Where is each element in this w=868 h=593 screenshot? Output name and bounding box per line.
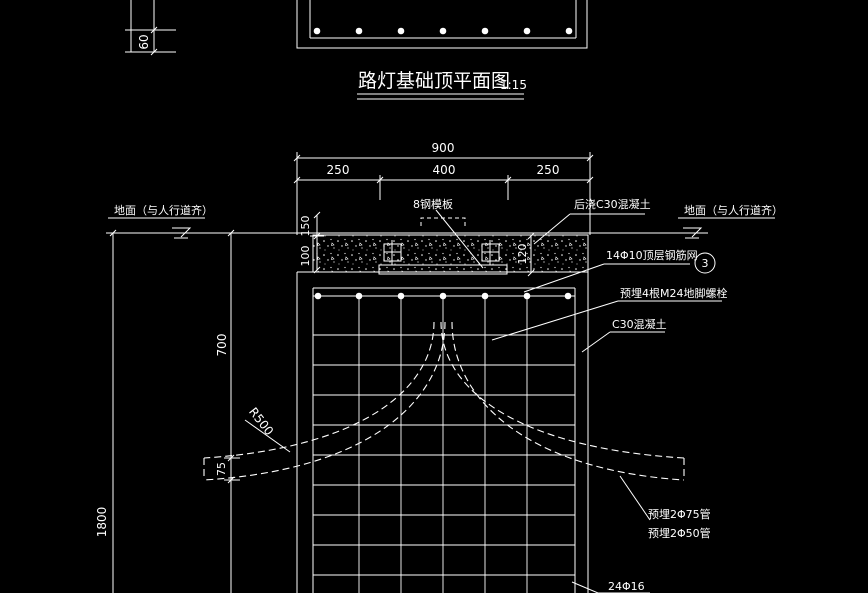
label-ground-left: 地面（与人行道齐） xyxy=(114,203,213,217)
steel-base-plate xyxy=(378,264,508,275)
top-dimension-lines xyxy=(293,152,594,235)
concrete-cap xyxy=(312,234,589,273)
label-post-concrete: 后浇C30混凝土 xyxy=(574,197,651,211)
dim-radius: R500 xyxy=(246,405,276,438)
dim-right-width: 250 xyxy=(537,163,560,177)
label-anchor-bolts: 预埋4根M24地脚螺栓 xyxy=(620,286,728,300)
label-pipe-75: 预埋2Φ75管 xyxy=(648,507,711,521)
embedded-conduits xyxy=(203,321,685,481)
ground-line xyxy=(108,217,775,239)
dim-left-width: 250 xyxy=(327,163,350,177)
dim-overall-width: 900 xyxy=(432,141,455,155)
label-top-rebar: 14Φ10顶层钢筋网 xyxy=(606,248,698,262)
dim-150: 150 xyxy=(299,216,312,237)
label-ground-right: 地面（与人行道齐） xyxy=(684,203,783,217)
dim-75: 75 xyxy=(215,462,228,476)
callout-3: 3 xyxy=(702,257,709,270)
drawing-scale: 1:15 xyxy=(500,78,527,92)
label-rebar-bottom: 24Φ16 xyxy=(608,580,645,593)
top-plan-fragment xyxy=(125,0,588,56)
label-concrete: C30混凝土 xyxy=(612,317,667,331)
drawing-title: 路灯基础顶平面图 xyxy=(358,70,510,92)
top-rebar-dots xyxy=(314,292,572,300)
label-pipe-50: 预埋2Φ50管 xyxy=(648,526,711,540)
dim-120: 120 xyxy=(516,244,529,265)
dim-60: 60 xyxy=(137,34,151,49)
dim-1800: 1800 xyxy=(95,507,109,538)
dim-700: 700 xyxy=(215,334,229,357)
left-dimension-lines xyxy=(106,229,291,593)
bolt-heads xyxy=(383,240,500,265)
label-steel-plate: 8钢模板 xyxy=(413,197,453,211)
rebar-grid xyxy=(313,296,575,593)
leader-lines xyxy=(435,209,722,593)
dim-middle-width: 400 xyxy=(433,163,456,177)
dim-100: 100 xyxy=(299,246,312,267)
